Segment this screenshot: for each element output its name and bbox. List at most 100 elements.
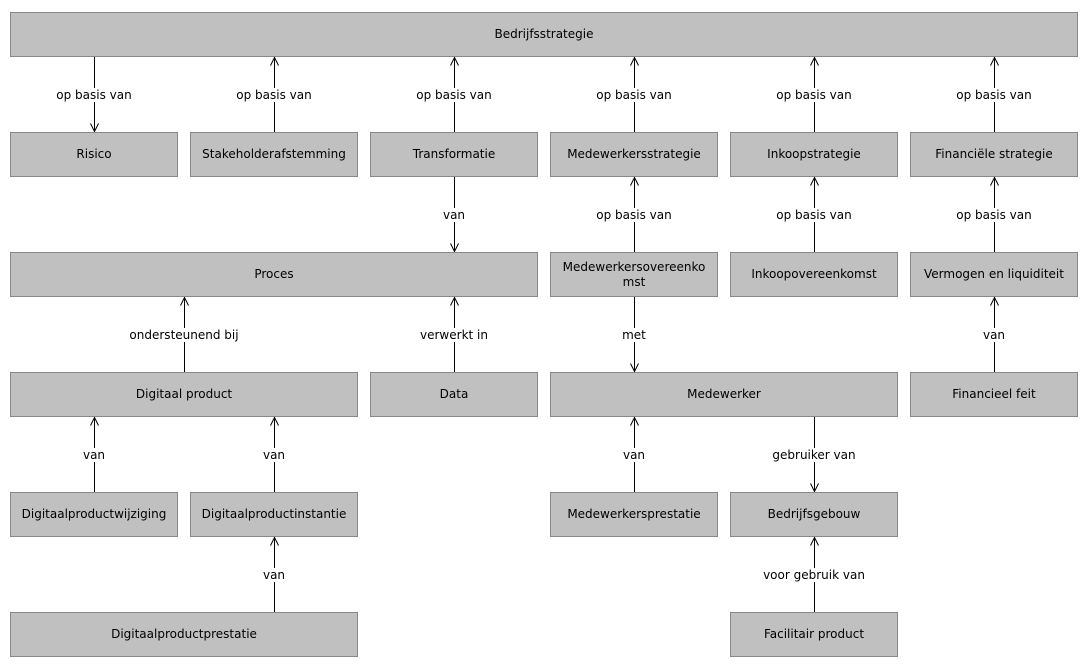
edge-label: van <box>79 447 109 462</box>
edge-label: van <box>439 207 469 222</box>
edge-label: op basis van <box>413 87 495 102</box>
node-label: Stakeholderafstemming <box>202 147 346 161</box>
arrowhead-up-icon <box>179 297 189 306</box>
node-label: Financieel feit <box>952 387 1036 401</box>
arrowhead-down-icon <box>449 243 459 252</box>
edge-medewerker-bedrijfsgebouw: gebruiker van <box>769 417 859 492</box>
node-digitaalproductprestatie[interactable]: Digitaalproductprestatie <box>10 612 358 657</box>
node-bedrijfsgebouw[interactable]: Bedrijfsgebouw <box>730 492 898 537</box>
edge-medewerkersovereenkomst-medewerkersstrategie: op basis van <box>593 177 675 252</box>
edge-medewerkersprestatie-medewerker: van <box>619 417 649 492</box>
edge-label: op basis van <box>593 87 675 102</box>
node-medewerker[interactable]: Medewerker <box>550 372 898 417</box>
edge-medewerkersovereenkomst-medewerker: met <box>619 297 649 372</box>
edge-label: voor gebruik van <box>760 567 868 582</box>
edge-transformatie-bedrijfsstrategie: op basis van <box>413 57 495 132</box>
arrowhead-up-icon <box>629 177 639 186</box>
edge-digitaalproductwijziging-digitaal-product: van <box>79 417 109 492</box>
arrowhead-up-icon <box>989 297 999 306</box>
edge-data-proces: verwerkt in <box>417 297 491 372</box>
arrowhead-up-icon <box>809 537 819 546</box>
edge-stakeholderafstemming-bedrijfsstrategie: op basis van <box>233 57 315 132</box>
node-digitaal-product[interactable]: Digitaal product <box>10 372 358 417</box>
node-label: Medewerkersovereenkomst <box>562 259 706 289</box>
arrowhead-up-icon <box>809 57 819 66</box>
edge-label: op basis van <box>773 207 855 222</box>
node-label: Transformatie <box>412 147 496 161</box>
edge-medewerkersstrategie-bedrijfsstrategie: op basis van <box>593 57 675 132</box>
edge-facilitair-product-bedrijfsgebouw: voor gebruik van <box>760 537 868 612</box>
arrowhead-down-icon <box>89 123 99 132</box>
node-label: Digitaal product <box>135 387 233 401</box>
edge-label: op basis van <box>953 87 1035 102</box>
arrowhead-down-icon <box>809 483 819 492</box>
arrowhead-up-icon <box>809 177 819 186</box>
arrowhead-up-icon <box>989 57 999 66</box>
node-vermogen-en-liquiditeit[interactable]: Vermogen en liquiditeit <box>910 252 1078 297</box>
edge-label: op basis van <box>773 87 855 102</box>
edge-label: van <box>979 327 1009 342</box>
edge-label: verwerkt in <box>417 327 491 342</box>
edge-label: op basis van <box>953 207 1035 222</box>
edge-label: op basis van <box>593 207 675 222</box>
node-label: Digitaalproductprestatie <box>111 627 257 641</box>
node-medewerkersprestatie[interactable]: Medewerkersprestatie <box>550 492 718 537</box>
edge-label: ondersteunend bij <box>126 327 242 342</box>
node-transformatie[interactable]: Transformatie <box>370 132 538 177</box>
node-label: Medewerkersprestatie <box>567 507 701 521</box>
edge-label: van <box>259 447 289 462</box>
arrowhead-up-icon <box>89 417 99 426</box>
edge-label: van <box>619 447 649 462</box>
arrowhead-up-icon <box>629 417 639 426</box>
edge-digitaal-product-proces: ondersteunend bij <box>126 297 242 372</box>
node-medewerkersstrategie[interactable]: Medewerkersstrategie <box>550 132 718 177</box>
edge-label: van <box>259 567 289 582</box>
node-label: Risico <box>76 147 112 161</box>
node-bedrijfsstrategie[interactable]: Bedrijfsstrategie <box>10 12 1078 57</box>
edge-bedrijfsstrategie-risico: op basis van <box>53 57 135 132</box>
node-facilitair-product[interactable]: Facilitair product <box>730 612 898 657</box>
node-inkoopstrategie[interactable]: Inkoopstrategie <box>730 132 898 177</box>
node-label: Medewerker <box>687 387 761 401</box>
node-label: Financiële strategie <box>935 147 1053 161</box>
arrowhead-up-icon <box>989 177 999 186</box>
node-medewerkersovereenkomst[interactable]: Medewerkersovereenkomst <box>550 252 718 297</box>
arrowhead-up-icon <box>269 537 279 546</box>
edge-digitaalproductinstantie-digitaal-product: van <box>259 417 289 492</box>
arrowhead-up-icon <box>269 57 279 66</box>
node-label: Facilitair product <box>763 627 865 641</box>
arrowhead-up-icon <box>629 57 639 66</box>
node-digitaalproductinstantie[interactable]: Digitaalproductinstantie <box>190 492 358 537</box>
node-proces[interactable]: Proces <box>10 252 538 297</box>
arrowhead-up-icon <box>269 417 279 426</box>
edge-transformatie-proces: van <box>439 177 469 252</box>
edge-financiele-strategie-bedrijfsstrategie: op basis van <box>953 57 1035 132</box>
node-inkoopovereenkomst[interactable]: Inkoopovereenkomst <box>730 252 898 297</box>
edge-vermogen-en-liquiditeit-financiele-strategie: op basis van <box>953 177 1035 252</box>
edge-label: op basis van <box>53 87 135 102</box>
node-label: Medewerkersstrategie <box>567 147 701 161</box>
edge-label: met <box>619 327 649 342</box>
node-financieel-feit[interactable]: Financieel feit <box>910 372 1078 417</box>
edge-inkoopstrategie-bedrijfsstrategie: op basis van <box>773 57 855 132</box>
edge-inkoopovereenkomst-inkoopstrategie: op basis van <box>773 177 855 252</box>
node-risico[interactable]: Risico <box>10 132 178 177</box>
arrowhead-up-icon <box>449 57 459 66</box>
node-digitaalproductwijziging[interactable]: Digitaalproductwijziging <box>10 492 178 537</box>
arrowhead-down-icon <box>629 363 639 372</box>
node-label: Inkoopovereenkomst <box>751 267 877 281</box>
edge-label: gebruiker van <box>769 447 859 462</box>
node-label: Inkoopstrategie <box>767 147 861 161</box>
node-label: Bedrijfsstrategie <box>494 27 594 41</box>
node-stakeholderafstemming[interactable]: Stakeholderafstemming <box>190 132 358 177</box>
node-label: Digitaalproductinstantie <box>201 507 347 521</box>
node-financiele-strategie[interactable]: Financiële strategie <box>910 132 1078 177</box>
node-label: Bedrijfsgebouw <box>767 507 861 521</box>
node-label: Proces <box>254 267 294 281</box>
edge-financieel-feit-vermogen-en-liquiditeit: van <box>979 297 1009 372</box>
node-data[interactable]: Data <box>370 372 538 417</box>
node-label: Vermogen en liquiditeit <box>924 267 1064 281</box>
edge-digitaalproductprestatie-digitaalproductinstantie: van <box>259 537 289 612</box>
node-label: Data <box>439 387 469 401</box>
